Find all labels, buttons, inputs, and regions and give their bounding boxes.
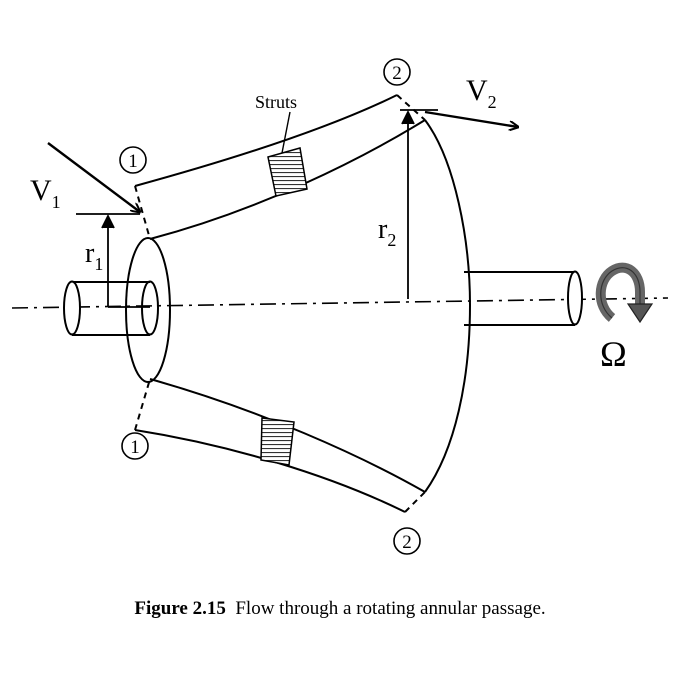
struts-leader: [281, 111, 291, 154]
station-2-lower: 2: [393, 527, 421, 555]
r1-dimension: [76, 213, 150, 308]
v2-label: V2: [466, 74, 497, 112]
r2-label: r2: [378, 214, 396, 250]
r2-dimension: [400, 109, 438, 299]
figure-number: Figure 2.15: [134, 598, 226, 619]
station-1-lower: 1: [121, 432, 149, 460]
lower-strut: [260, 417, 295, 466]
struts-label: Struts: [255, 92, 297, 112]
svg-text:2: 2: [402, 532, 412, 553]
caption-text: Flow through a rotating annular passage.: [235, 598, 546, 619]
svg-text:2: 2: [392, 63, 402, 84]
figure-caption: Figure 2.15 Flow through a rotating annu…: [0, 598, 680, 620]
v1-arrow: [47, 142, 140, 212]
rotation-arrow-icon: [595, 262, 654, 324]
upper-shroud: [134, 94, 398, 187]
v2-arrow: [424, 110, 518, 127]
station-2-upper: 2: [383, 58, 411, 86]
svg-text:1: 1: [128, 151, 138, 172]
r1-label: r1: [85, 238, 103, 274]
annular-passage-figure: Struts V1 r1 r2 V2 1 1 2 2 Ω: [11, 58, 669, 555]
upper-strut: [267, 147, 308, 197]
right-shaft: [464, 270, 583, 326]
v1-label: V1: [30, 174, 61, 212]
rotor-cone: [149, 119, 472, 493]
station-1-upper: 1: [119, 146, 147, 174]
inlet-hub: [125, 237, 171, 383]
omega-label: Ω: [600, 334, 627, 374]
svg-text:1: 1: [130, 437, 140, 458]
left-shaft: [63, 280, 159, 336]
